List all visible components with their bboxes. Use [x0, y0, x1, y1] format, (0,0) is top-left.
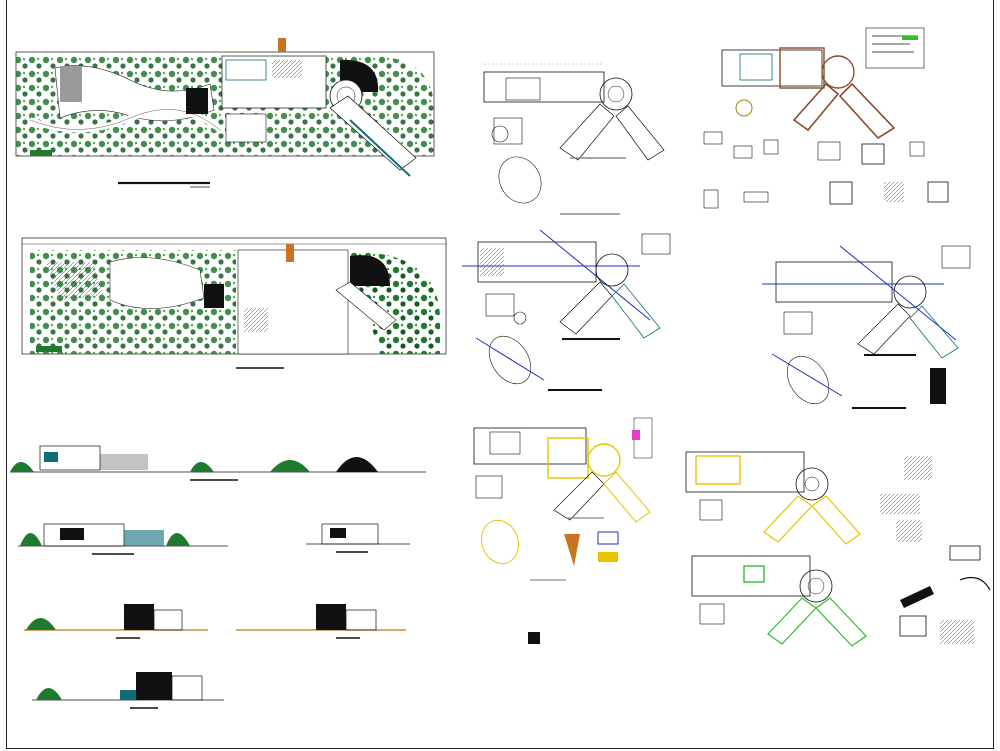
elevation-1	[10, 445, 426, 481]
floor-plan-structure	[703, 27, 949, 209]
elevation-5	[236, 604, 406, 639]
sheet-border	[6, 0, 994, 749]
elevation-3	[306, 523, 410, 553]
floor-plan-details	[685, 451, 991, 647]
elevation-4	[24, 604, 208, 639]
elevation-2	[18, 523, 228, 555]
elevation-6	[32, 672, 224, 709]
floor-plan-dimensioned-2	[762, 245, 971, 409]
north-marker	[528, 632, 540, 644]
site-plan-landscaped	[15, 38, 435, 188]
floor-plan-dimensioned-1	[462, 229, 671, 391]
floor-plan-installations	[473, 417, 653, 581]
floor-plan-ground	[483, 63, 665, 215]
site-plan-roof	[21, 237, 447, 369]
